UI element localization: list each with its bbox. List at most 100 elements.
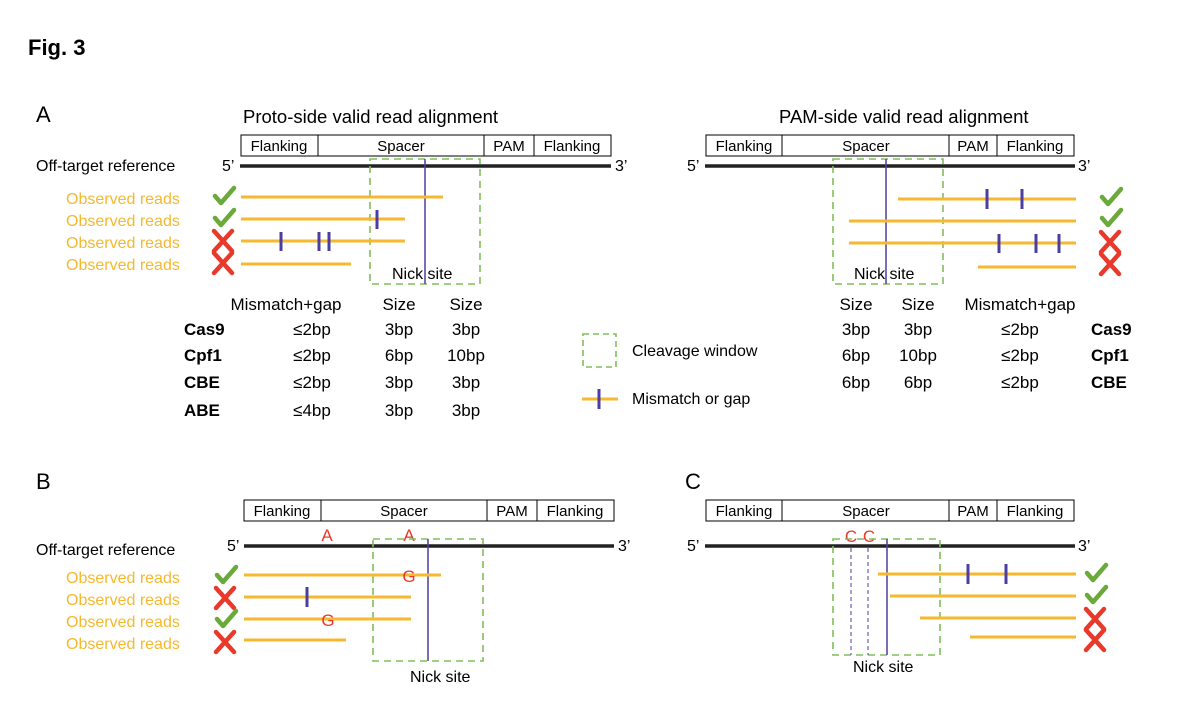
legend-window-swatch — [582, 333, 617, 368]
segment-spacer: Spacer — [380, 503, 428, 520]
five-prime-label: 5’ — [687, 158, 699, 175]
segment-spacer: Spacer — [377, 138, 425, 155]
figure-title: Fig. 3 — [28, 35, 85, 60]
segment-pam: PAM — [496, 503, 527, 520]
check-icon — [217, 611, 236, 626]
panel-a-label: A — [36, 102, 51, 127]
legend-window-label: Cleavage window — [632, 343, 758, 360]
check-icon — [215, 188, 234, 203]
read-label: Observed reads — [66, 257, 180, 274]
cross-icon — [1101, 232, 1119, 252]
mismatch-value: ≤2bp — [293, 320, 331, 339]
ref-base-c: C — [863, 527, 875, 546]
check-icon — [1102, 189, 1121, 204]
enzyme-name: Cpf1 — [184, 346, 222, 365]
five-prime-label: 5’ — [227, 538, 239, 555]
col-header-mismatch: Mismatch+gap — [964, 295, 1075, 314]
cross-icon — [216, 588, 234, 608]
proto-title: Proto-side valid read alignment — [243, 106, 498, 127]
three-prime-label: 3’ — [1078, 538, 1090, 555]
enzyme-name: Cas9 — [184, 320, 225, 339]
legend-mark-label: Mismatch or gap — [632, 391, 750, 408]
cross-icon — [214, 231, 232, 251]
segment-spacer: Spacer — [842, 138, 890, 155]
mismatch-value: ≤2bp — [1001, 346, 1039, 365]
reference-label: Off-target reference — [36, 542, 175, 559]
read-label: Observed reads — [66, 570, 180, 587]
size-value: 6bp — [842, 373, 870, 392]
read-base-g: G — [321, 611, 334, 630]
col-header-size: Size — [449, 295, 482, 314]
size-value: 6bp — [842, 346, 870, 365]
check-icon — [217, 567, 236, 582]
nick-site-label: Nick site — [854, 266, 915, 283]
b-segment-bar: Flanking Spacer PAM Flanking — [243, 499, 615, 522]
size-value: 3bp — [385, 401, 413, 420]
read-label: Observed reads — [66, 213, 180, 230]
segment-flanking: Flanking — [1007, 138, 1064, 155]
five-prime-label: 5’ — [222, 158, 234, 175]
col-header-size: Size — [839, 295, 872, 314]
read-label: Observed reads — [66, 592, 180, 609]
segment-flanking: Flanking — [716, 138, 773, 155]
panel-c-label: C — [685, 469, 701, 494]
read-base-g: G — [402, 567, 415, 586]
size-value: 3bp — [385, 373, 413, 392]
check-icon — [1087, 587, 1106, 602]
three-prime-label: 3’ — [615, 158, 627, 175]
segment-flanking: Flanking — [544, 138, 601, 155]
size-value: 6bp — [904, 373, 932, 392]
enzyme-name: CBE — [184, 373, 220, 392]
reference-label: Off-target reference — [36, 158, 175, 175]
mismatch-value: ≤2bp — [1001, 373, 1039, 392]
nick-site-label: Nick site — [853, 659, 914, 676]
segment-flanking: Flanking — [254, 503, 311, 520]
size-value: 6bp — [385, 346, 413, 365]
ref-base-c: C — [845, 527, 857, 546]
enzyme-name: Cpf1 — [1091, 346, 1129, 365]
cross-icon — [214, 253, 232, 273]
size-value: 3bp — [842, 320, 870, 339]
read-label: Observed reads — [66, 191, 180, 208]
size-value: 10bp — [447, 346, 485, 365]
segment-flanking: Flanking — [251, 138, 308, 155]
size-value: 3bp — [452, 373, 480, 392]
proto-segment-bar: Flanking Spacer PAM Flanking — [240, 134, 612, 157]
col-header-size: Size — [901, 295, 934, 314]
pam-table: Size Size Mismatch+gap 3bp 3bp ≤2bp Cas9… — [839, 295, 1131, 392]
check-icon — [215, 210, 234, 225]
mismatch-value: ≤2bp — [293, 373, 331, 392]
cross-icon — [1086, 630, 1104, 650]
panel-b-label: B — [36, 469, 51, 494]
segment-flanking: Flanking — [1007, 503, 1064, 520]
ref-base-a: A — [403, 526, 415, 545]
five-prime-label: 5’ — [687, 538, 699, 555]
enzyme-name: CBE — [1091, 373, 1127, 392]
cross-icon — [1101, 254, 1119, 274]
col-header-size: Size — [382, 295, 415, 314]
size-value: 3bp — [452, 320, 480, 339]
check-icon — [1087, 565, 1106, 580]
proto-table: Mismatch+gap Size Size Cas9 ≤2bp 3bp 3bp… — [184, 295, 485, 420]
pam-segment-bar: Flanking Spacer PAM Flanking — [705, 134, 1075, 157]
c-segment-bar: Flanking Spacer PAM Flanking — [705, 499, 1075, 522]
mismatch-value: ≤4bp — [293, 401, 331, 420]
read-label: Observed reads — [66, 614, 180, 631]
col-header-mismatch: Mismatch+gap — [230, 295, 341, 314]
read-label: Observed reads — [66, 235, 180, 252]
cross-icon — [1086, 609, 1104, 629]
nick-site-label: Nick site — [410, 669, 471, 686]
read-label: Observed reads — [66, 636, 180, 653]
segment-flanking: Flanking — [716, 503, 773, 520]
pam-title: PAM-side valid read alignment — [779, 106, 1029, 127]
cross-icon — [216, 632, 234, 652]
enzyme-name: ABE — [184, 401, 220, 420]
three-prime-label: 3’ — [1078, 158, 1090, 175]
size-value: 3bp — [385, 320, 413, 339]
segment-pam: PAM — [957, 138, 988, 155]
check-icon — [1102, 210, 1121, 225]
size-value: 3bp — [904, 320, 932, 339]
segment-pam: PAM — [493, 138, 524, 155]
three-prime-label: 3’ — [618, 538, 630, 555]
